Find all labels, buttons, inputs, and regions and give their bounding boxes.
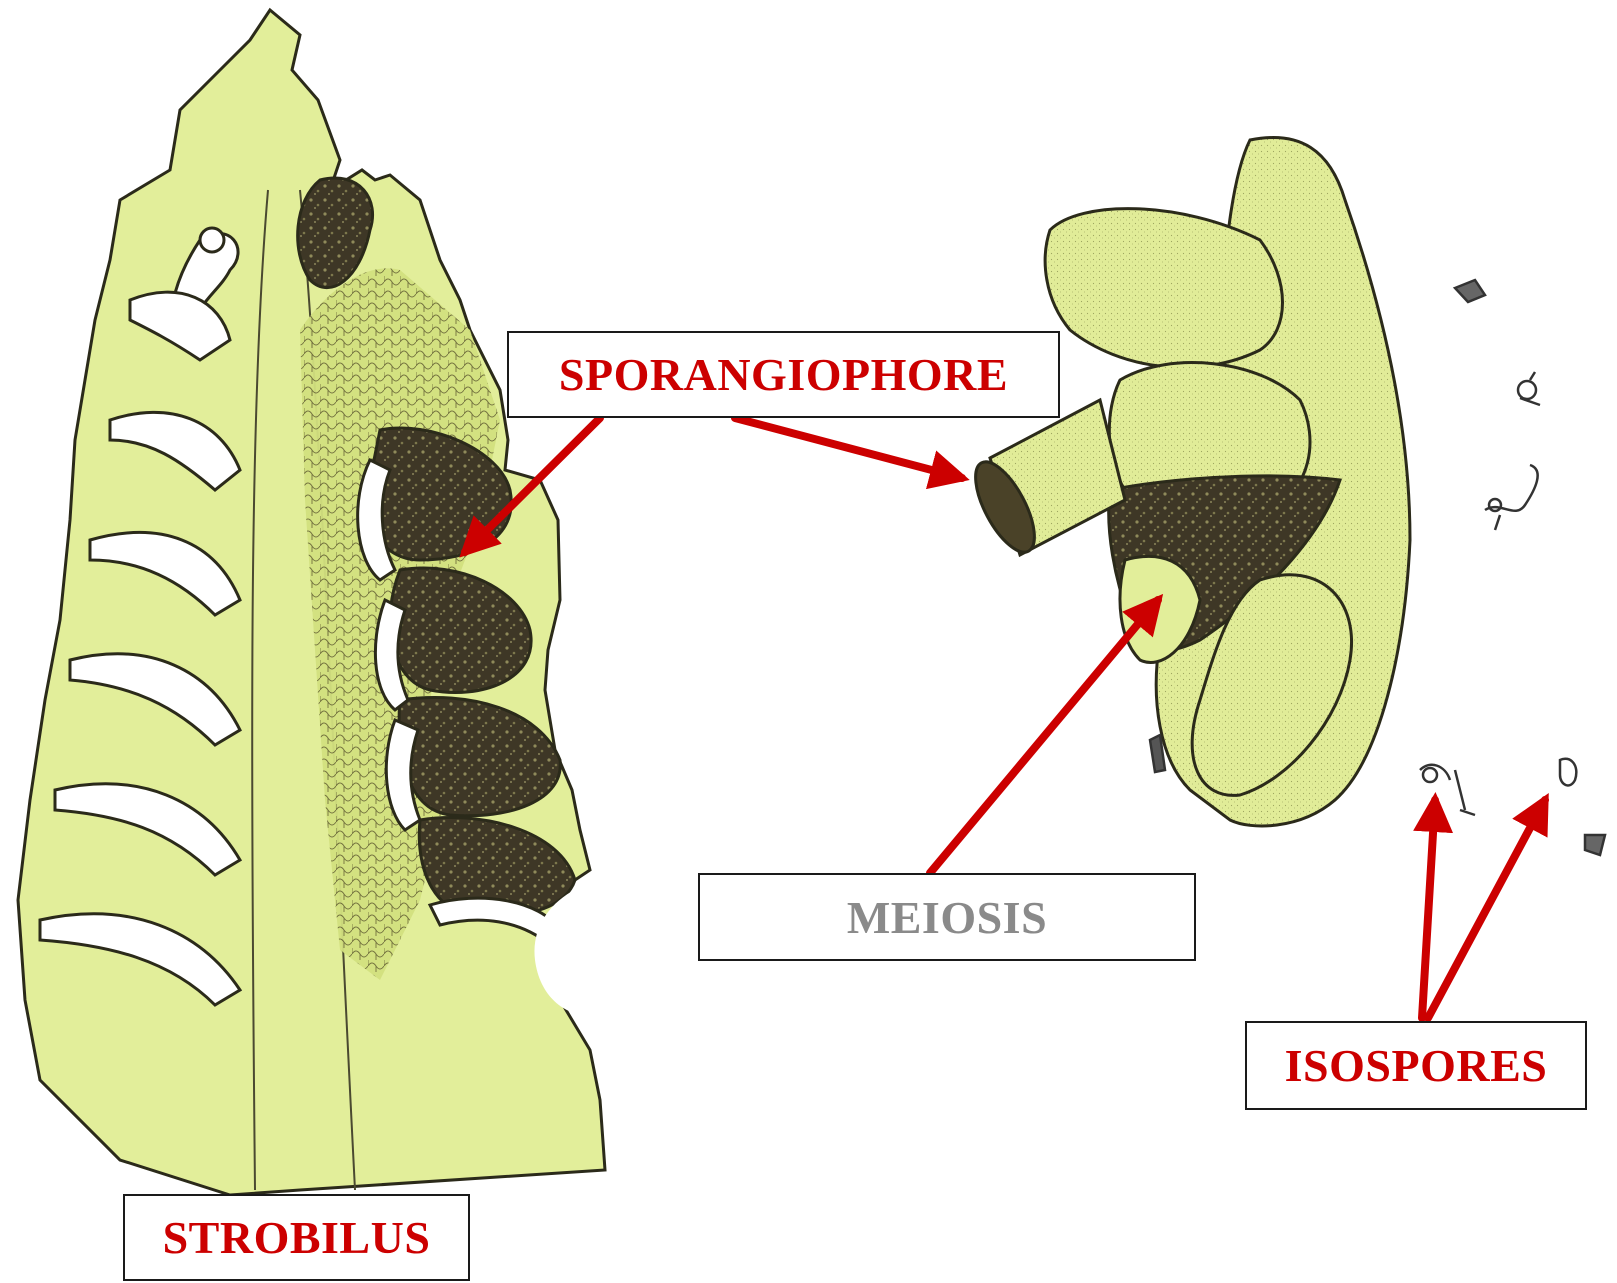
spore [1518, 381, 1536, 399]
sporangiophore-lobe-top [1045, 209, 1282, 368]
spore [1585, 835, 1605, 855]
arrow-sporangiophore-to-stalk [735, 418, 962, 478]
spore [1420, 765, 1475, 815]
label-meiosis-text: MEIOSIS [847, 891, 1047, 944]
spore [1560, 759, 1576, 786]
strobilus-apex-pore [200, 228, 224, 252]
arrow-meiosis-to-sporangium [930, 600, 1158, 873]
label-isospores-text: ISOSPORES [1285, 1039, 1548, 1092]
strobilus-illustration [18, 10, 605, 1195]
arrow-isospores-right [1428, 800, 1545, 1018]
spore [1485, 465, 1538, 530]
arrow-isospores-left [1422, 800, 1435, 1018]
label-strobilus: STROBILUS [123, 1194, 470, 1281]
label-meiosis: MEIOSIS [698, 873, 1196, 961]
sporangiophore-stalk [964, 400, 1125, 561]
sporangiophore-illustration [964, 138, 1410, 826]
spore [1423, 768, 1437, 782]
spore [1455, 280, 1485, 302]
label-strobilus-text: STROBILUS [163, 1211, 431, 1264]
label-sporangiophore-text: SPORANGIOPHORE [559, 348, 1008, 401]
label-sporangiophore: SPORANGIOPHORE [507, 331, 1060, 418]
label-isospores: ISOSPORES [1245, 1021, 1587, 1110]
spore [1489, 499, 1501, 511]
